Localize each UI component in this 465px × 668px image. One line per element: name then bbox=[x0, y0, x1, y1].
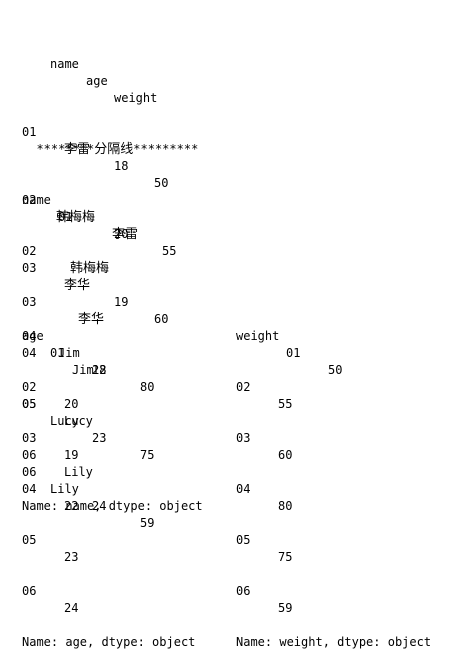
series-row: 02 20 bbox=[22, 362, 232, 411]
series-value: 23 bbox=[64, 550, 79, 564]
cell-weight: 55 bbox=[162, 244, 177, 258]
series-footer-text: Name: weight, dtype: object bbox=[236, 635, 432, 649]
cell-age: 18 bbox=[114, 159, 129, 173]
series-row: 04 80 bbox=[236, 464, 461, 513]
series-row: 05 75 bbox=[236, 515, 461, 564]
series-row: 04 22 bbox=[22, 464, 232, 513]
separator-line: ********分隔线********* bbox=[22, 124, 198, 158]
series-row: 03 19 bbox=[22, 413, 232, 462]
series-value: 24 bbox=[64, 601, 79, 615]
row-index: 02 bbox=[22, 380, 37, 394]
row-index: 02 bbox=[236, 380, 251, 394]
separator-text: 分隔线 bbox=[94, 142, 134, 157]
column-header-name: name bbox=[50, 57, 79, 71]
series-row: 05 23 bbox=[22, 515, 232, 564]
series-value: 50 bbox=[328, 363, 343, 377]
cell-name: 李雷 bbox=[64, 142, 91, 157]
series-age-label: age bbox=[22, 329, 44, 343]
cell-name: 韩梅梅 bbox=[56, 210, 96, 225]
row-index: 01 bbox=[286, 346, 301, 360]
series-value: 18 bbox=[92, 363, 107, 377]
series-value: 19 bbox=[64, 448, 79, 462]
dataframe-row: 04 Jim 22 80 bbox=[22, 311, 222, 394]
series-footer: Name: age, dtype: object bbox=[22, 617, 232, 649]
row-index: 04 bbox=[236, 482, 251, 496]
cell-weight: 80 bbox=[140, 380, 155, 394]
series-row: 02 韩梅梅 bbox=[22, 226, 242, 276]
series-value: 80 bbox=[278, 499, 293, 513]
series-footer-text: Name: age, dtype: object bbox=[22, 635, 196, 649]
series-value: 李华 bbox=[78, 312, 105, 327]
row-index: 02 bbox=[22, 244, 37, 258]
separator-stars-left: ******** bbox=[36, 142, 95, 156]
row-index: 04 bbox=[22, 482, 37, 496]
series-row: age 01 18 bbox=[22, 311, 232, 377]
row-index: 04 bbox=[22, 329, 37, 343]
dataframe-row: 01 李雷 18 50 bbox=[22, 107, 222, 190]
row-index: 05 bbox=[22, 533, 37, 547]
dataframe-row: 02 韩梅梅 20 55 bbox=[22, 175, 222, 258]
row-index: 01 bbox=[50, 346, 65, 360]
cell-name: Jim bbox=[58, 346, 80, 360]
series-value: 60 bbox=[278, 448, 293, 462]
series-age-output: age 01 18 02 20 03 19 04 22 05 23 06 24 … bbox=[22, 277, 232, 651]
row-index: 03 bbox=[22, 431, 37, 445]
series-row: 03 60 bbox=[236, 413, 461, 462]
cell-age: 20 bbox=[114, 227, 129, 241]
series-value: 李雷 bbox=[112, 227, 139, 242]
series-name-label: name bbox=[22, 193, 51, 207]
row-index: 03 bbox=[22, 261, 37, 275]
row-index: 03 bbox=[236, 431, 251, 445]
cell-name: 李华 bbox=[64, 278, 91, 293]
series-row: name 01 李雷 bbox=[22, 175, 242, 242]
series-value: 75 bbox=[278, 550, 293, 564]
separator-stars-right: ********* bbox=[133, 142, 199, 156]
cell-weight: 60 bbox=[154, 312, 169, 326]
column-header-weight: weight bbox=[114, 91, 158, 105]
series-row: 03 李华 bbox=[22, 277, 242, 327]
row-index: 05 bbox=[236, 533, 251, 547]
cell-age: 22 bbox=[92, 363, 107, 377]
series-row: 02 55 bbox=[236, 362, 461, 411]
series-weight-output: weight 01 50 02 55 03 60 04 80 05 75 06 … bbox=[236, 277, 461, 651]
row-index: 06 bbox=[22, 584, 37, 598]
series-value: 韩梅梅 bbox=[70, 261, 110, 276]
series-weight-label: weight bbox=[236, 329, 280, 343]
series-value: 59 bbox=[278, 601, 293, 615]
cell-age: 19 bbox=[114, 295, 129, 309]
series-row: 06 59 bbox=[236, 566, 461, 615]
series-value: Jim bbox=[72, 363, 94, 377]
row-index: 02 bbox=[22, 193, 37, 207]
row-index: 06 bbox=[236, 584, 251, 598]
row-index: 04 bbox=[22, 346, 37, 360]
row-index: 03 bbox=[22, 295, 37, 309]
dataframe-row: 03 李华 19 60 bbox=[22, 243, 222, 326]
series-row: 06 24 bbox=[22, 566, 232, 615]
row-index: 01 bbox=[58, 210, 73, 224]
row-index: 01 bbox=[22, 125, 37, 139]
dataframe-header: name age weight bbox=[22, 39, 222, 105]
series-row: weight 01 50 bbox=[236, 311, 461, 377]
column-header-age: age bbox=[86, 74, 108, 88]
cell-weight: 50 bbox=[154, 176, 169, 190]
series-footer: Name: weight, dtype: object bbox=[236, 617, 461, 649]
series-row: 04 Jim bbox=[22, 328, 242, 377]
series-value: 22 bbox=[64, 499, 79, 513]
